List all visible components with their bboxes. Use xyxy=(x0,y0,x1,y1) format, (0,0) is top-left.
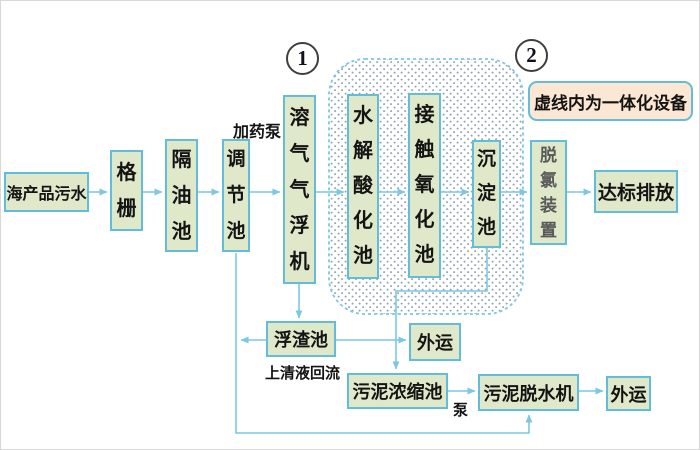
label-pump: 泵 xyxy=(453,402,469,419)
node-regulating-tank: 调节池 xyxy=(222,139,250,252)
node-scum-tank: 浮渣池 xyxy=(266,321,336,357)
node-label: 污泥浓缩池 xyxy=(352,382,443,402)
node-label: 达标排放 xyxy=(597,183,674,204)
node-label: 污泥脱水机 xyxy=(483,383,574,404)
node-waste-out-bottom: 外运 xyxy=(606,376,651,411)
node-discharge: 达标排放 xyxy=(594,170,678,213)
node-sedimentation-tank: 沉淀池 xyxy=(472,140,501,248)
node-dechlorination-unit: 脱氯装置 xyxy=(530,140,567,245)
node-label: 浮渣池 xyxy=(274,330,328,350)
edge-return-line-to-dewatering xyxy=(235,253,533,434)
node-sludge-dewatering-machine: 污泥脱水机 xyxy=(478,374,579,411)
node-waste-out-top: 外运 xyxy=(409,323,461,361)
node-label: 接触氧化池 xyxy=(414,104,435,266)
node-label: 溶气气浮机 xyxy=(289,106,310,273)
node-contact-oxidation-tank: 接触氧化池 xyxy=(408,93,441,278)
node-label: 脱氯装置 xyxy=(540,145,557,240)
node-label: 隔油池 xyxy=(171,148,192,243)
edge-sedimentation-to-thickening xyxy=(392,248,488,370)
legend-integrated-equipment-note: 虚线内为一体化设备 xyxy=(528,81,693,121)
node-label: 海产品污水 xyxy=(6,186,87,203)
node-label: 外运 xyxy=(417,333,453,353)
marker-circled-1: 1 xyxy=(286,42,319,75)
node-bar-screen: 格栅 xyxy=(110,150,143,231)
node-sludge-thickening-tank: 污泥浓缩池 xyxy=(347,373,448,409)
node-seafood-wastewater: 海产品污水 xyxy=(4,172,89,212)
node-label: 水解酸化池 xyxy=(353,105,373,267)
node-daf-machine: 溶气气浮机 xyxy=(283,95,316,284)
node-label: 沉淀池 xyxy=(476,149,496,238)
marker-circled-2: 2 xyxy=(515,39,548,72)
label-supernatant-return: 上清液回流 xyxy=(265,365,341,382)
label-dosing-pump: 加药泵 xyxy=(233,124,282,141)
node-hydrolysis-acidification-tank: 水解酸化池 xyxy=(347,94,379,279)
node-label: 格栅 xyxy=(116,161,137,220)
node-label: 调节池 xyxy=(226,148,246,242)
node-label: 外运 xyxy=(610,384,647,405)
node-oil-separation-tank: 隔油池 xyxy=(165,139,198,252)
